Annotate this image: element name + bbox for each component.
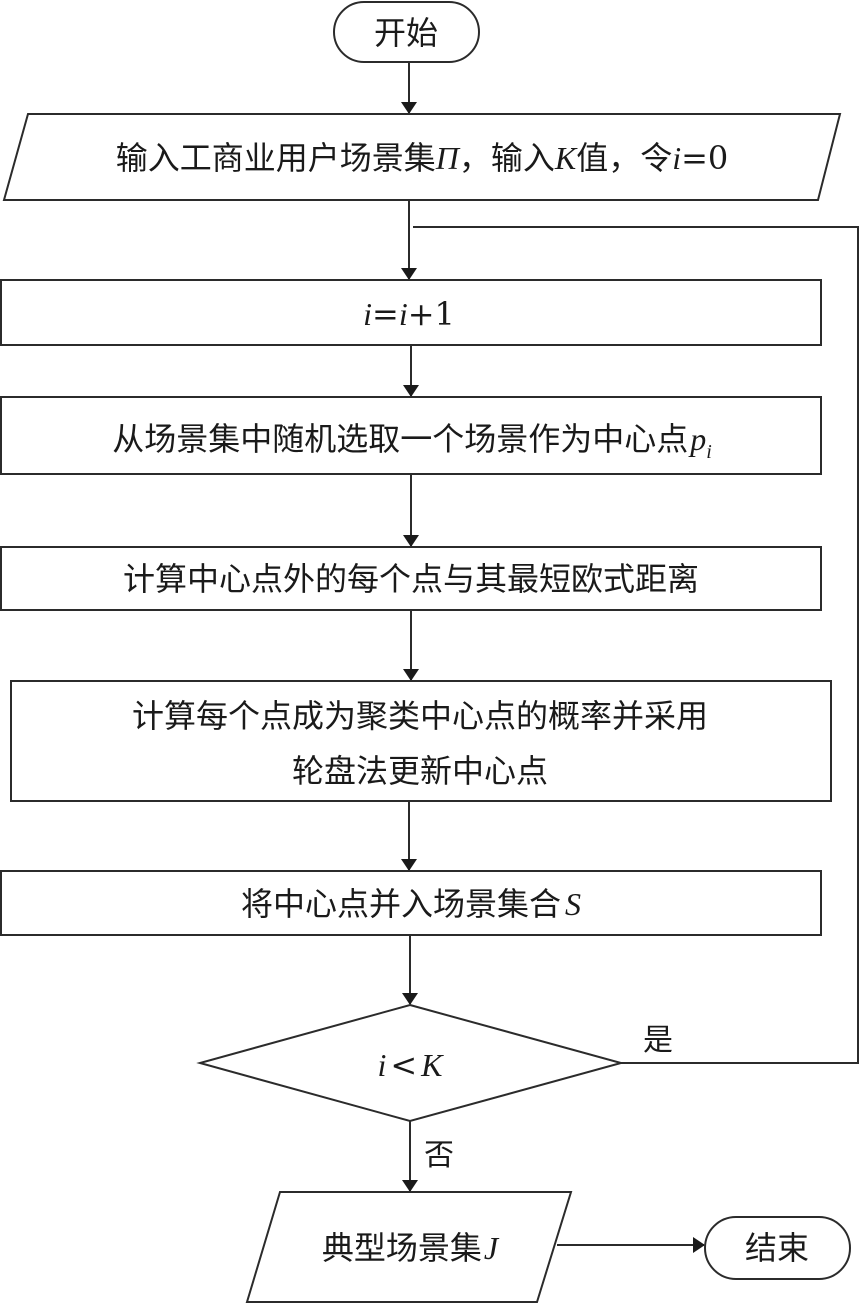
loop-back-line — [413, 226, 859, 1064]
decision-node: i<K — [196, 1003, 625, 1123]
output-label: 典型场景集J — [322, 1229, 500, 1267]
yes-label: 是 — [643, 1023, 673, 1058]
end-node: 结束 — [704, 1216, 851, 1280]
decision-label: i<K — [377, 1046, 444, 1084]
input-node: 输入工商业用户场景集Π，输入K值，令i=0 — [2, 113, 842, 201]
increment-label: i=i+1 — [363, 295, 455, 333]
end-label: 结束 — [745, 1229, 809, 1267]
increment-node: i=i+1 — [0, 279, 822, 346]
no-label: 否 — [424, 1138, 454, 1173]
output-node: 典型场景集J — [245, 1191, 573, 1303]
start-node: 开始 — [333, 1, 480, 63]
probability-label-line1: 计算每个点成为聚类中心点的概率并采用 — [132, 697, 708, 735]
distance-node: 计算中心点外的每个点与其最短欧式距离 — [0, 546, 822, 611]
input-label: 输入工商业用户场景集Π，输入K值，令i=0 — [116, 139, 729, 177]
start-label: 开始 — [374, 14, 438, 52]
distance-label: 计算中心点外的每个点与其最短欧式距离 — [123, 560, 699, 598]
select-center-node: 从场景集中随机选取一个场景作为中心点pi — [0, 396, 822, 475]
probability-label-line2: 轮盘法更新中心点 — [292, 752, 548, 790]
select-center-label: 从场景集中随机选取一个场景作为中心点pi — [112, 420, 712, 463]
probability-node: 计算每个点成为聚类中心点的概率并采用 轮盘法更新中心点 — [10, 680, 832, 802]
